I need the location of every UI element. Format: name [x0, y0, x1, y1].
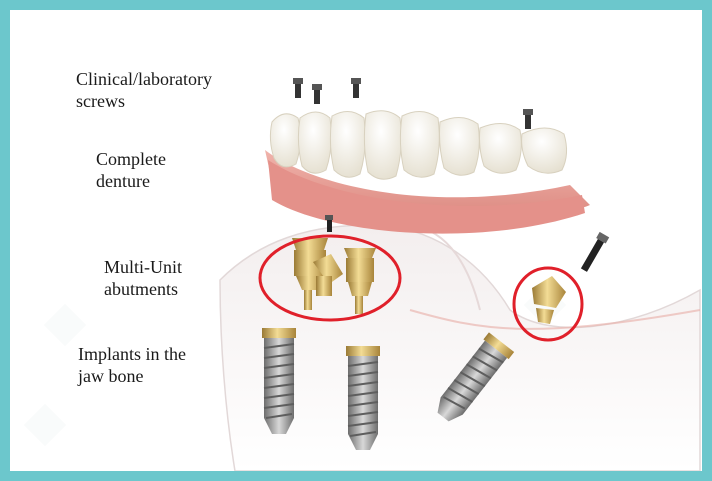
screw-icon [293, 78, 303, 98]
label-abutments: Multi-Unit abutments [104, 256, 182, 300]
label-denture: Complete denture [96, 148, 166, 192]
teeth-row [270, 111, 566, 179]
screw-icon [312, 84, 322, 104]
angled-screw-icon [579, 232, 609, 273]
screw-icon [523, 109, 533, 129]
implant-right [346, 346, 380, 450]
implant-left [262, 328, 296, 434]
screw-icon [351, 78, 361, 98]
label-screws: Clinical/laboratory screws [76, 68, 212, 112]
complete-denture [265, 111, 590, 234]
label-implants: Implants in the jaw bone [78, 343, 186, 387]
